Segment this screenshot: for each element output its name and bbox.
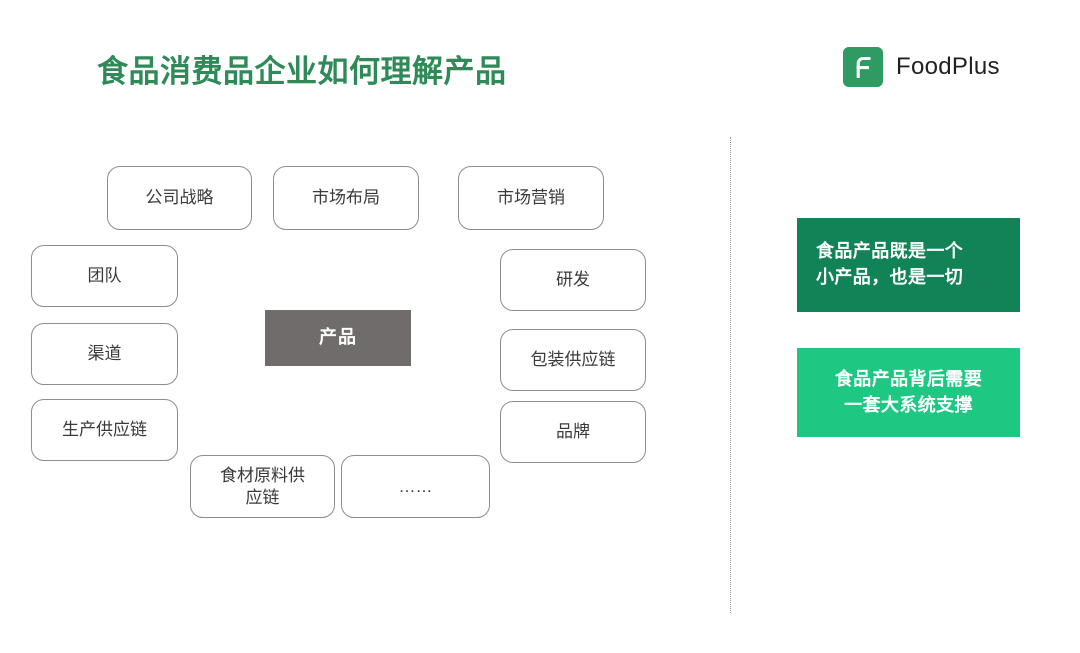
node-label: 品牌 <box>556 422 590 442</box>
callout-line: 一套大系统支撑 <box>844 394 973 415</box>
node-label: 研发 <box>556 270 590 290</box>
node-label: 产品 <box>319 327 357 348</box>
diagram-node-4: 研发 <box>500 249 646 311</box>
node-label: 公司战略 <box>145 188 214 208</box>
node-label: …… <box>398 476 433 496</box>
node-label: 食材原料供应链 <box>220 465 305 507</box>
node-label: 渠道 <box>87 344 122 364</box>
callout-line: 小产品，也是一切 <box>816 267 964 287</box>
diagram-node-5: 渠道 <box>31 323 178 385</box>
diagram-node-9: 食材原料供应链 <box>190 455 335 518</box>
diagram-center-node: 产品 <box>265 310 411 366</box>
callout-card-2: 食品产品背后需要一套大系统支撑 <box>797 348 1020 437</box>
diagram-node-2: 市场营销 <box>458 166 604 230</box>
callout-line: 食品产品背后需要 <box>834 368 983 389</box>
node-label: 市场营销 <box>497 188 565 208</box>
diagram-node-1: 市场布局 <box>273 166 419 230</box>
brand-logo: FoodPlus <box>843 47 1000 87</box>
brand-name: FoodPlus <box>896 53 1000 80</box>
callout-line: 食品产品既是一个 <box>816 241 964 262</box>
callout-card-1: 食品产品既是一个小产品，也是一切 <box>797 218 1020 312</box>
section-divider <box>730 137 731 613</box>
node-label: 生产供应链 <box>62 420 147 440</box>
diagram-node-0: 公司战略 <box>107 166 252 230</box>
diagram-node-6: 包装供应链 <box>500 329 646 391</box>
diagram-node-3: 团队 <box>31 245 178 307</box>
node-label: 团队 <box>87 266 122 286</box>
diagram-node-10: …… <box>341 455 490 518</box>
diagram-node-8: 品牌 <box>500 401 646 463</box>
diagram-node-7: 生产供应链 <box>31 399 178 461</box>
node-label: 市场布局 <box>312 188 380 208</box>
foodplus-f-logo-icon <box>843 47 883 87</box>
page-title: 食品消费品企业如何理解产品 <box>97 54 507 89</box>
node-label: 包装供应链 <box>530 350 616 370</box>
